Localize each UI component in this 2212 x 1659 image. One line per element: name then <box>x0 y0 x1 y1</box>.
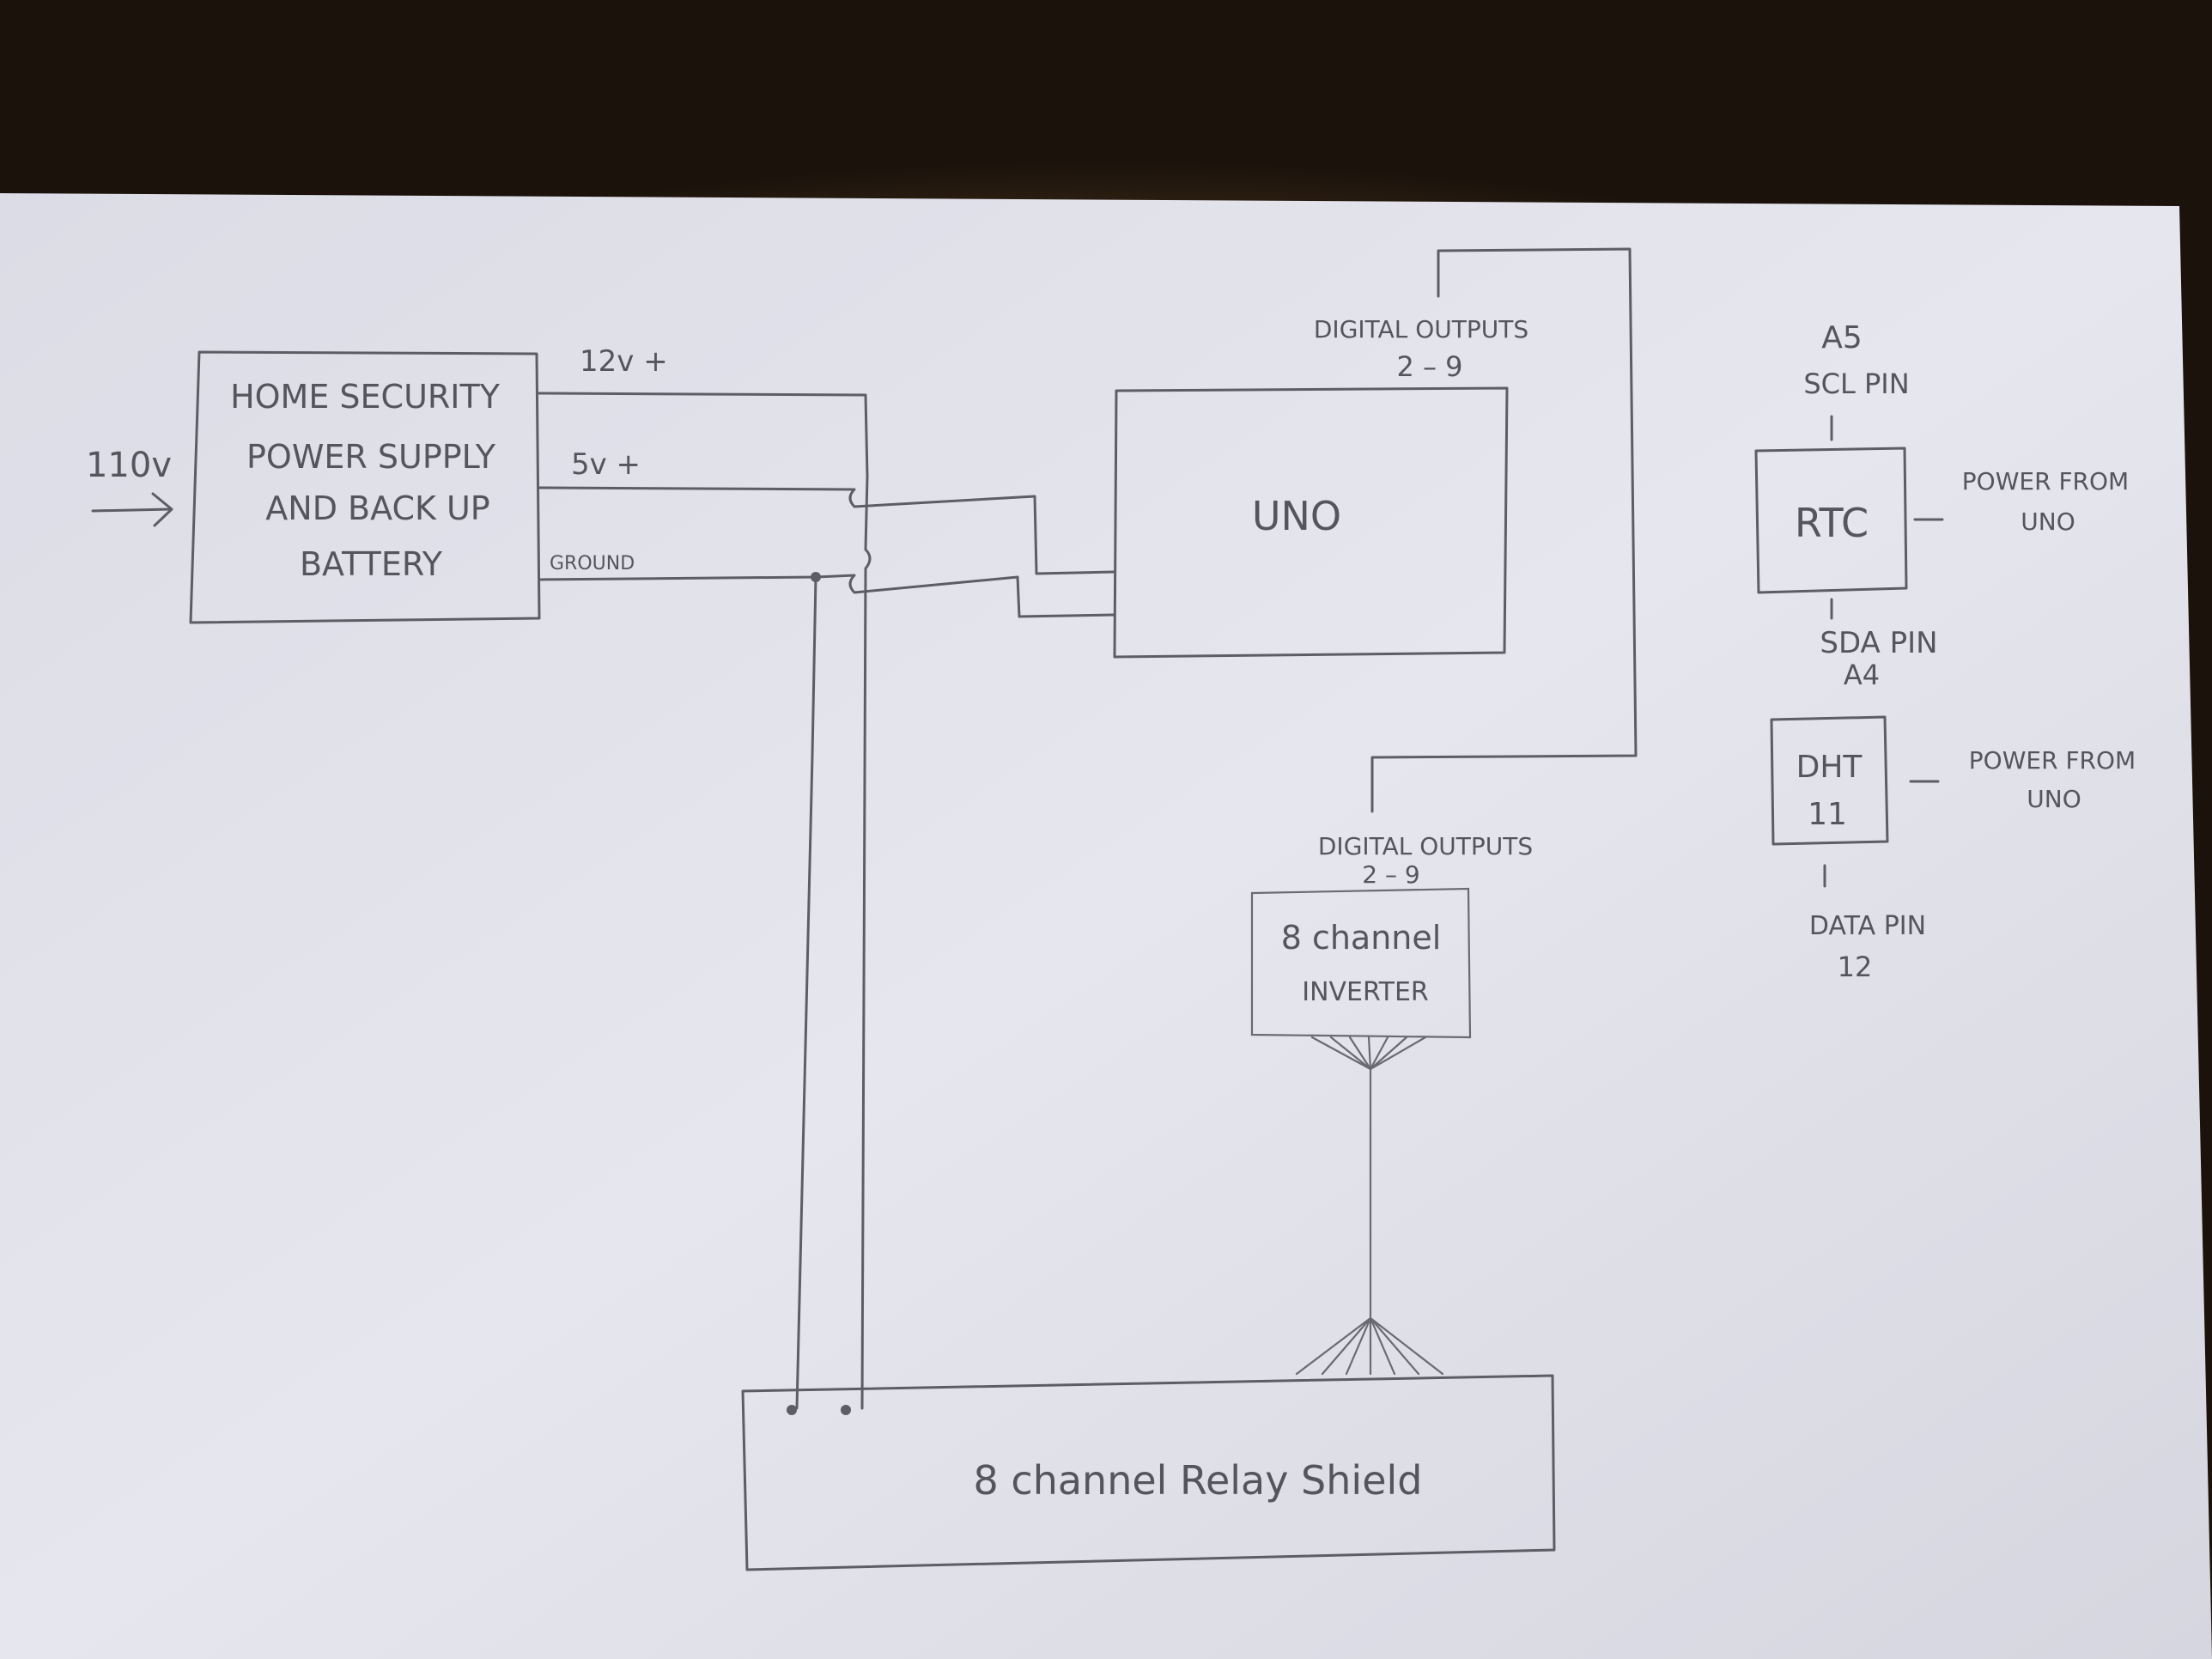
inverter-line-2: INVERTER <box>1302 977 1429 1007</box>
input-arrow-shaft <box>91 507 172 513</box>
rail-12v-label: 12v + <box>580 344 668 379</box>
power-supply-line-2: POWER SUPPLY <box>246 438 496 476</box>
power-supply-box <box>189 350 541 624</box>
relay-12v-terminal <box>841 1405 851 1415</box>
power-supply-line-1: HOME SECURITY <box>230 378 501 416</box>
relay-ground-terminal <box>787 1405 797 1415</box>
input-voltage-label: 110v <box>86 446 172 485</box>
digital-outputs-top-pins: 2 – 9 <box>1396 350 1462 383</box>
dht11-pin-label: 12 <box>1838 951 1873 983</box>
power-supply-block: HOME SECURITY POWER SUPPLY AND BACK UP B… <box>189 350 541 624</box>
dht11-power-line-2: UNO <box>2027 785 2081 813</box>
inverter-block: 8 channel INVERTER <box>1250 887 1472 1039</box>
uno-label: UNO <box>1252 493 1341 539</box>
dht11-line-1: DHT <box>1796 750 1863 785</box>
dht11-line-2: 11 <box>1808 797 1847 832</box>
digital-outputs-bottom-pins: 2 – 9 <box>1362 860 1419 889</box>
relay-shield-label: 8 channel Relay Shield <box>974 1457 1423 1504</box>
bundle-bottom-fan <box>1295 1316 1444 1376</box>
wire-12v <box>538 392 869 478</box>
dht11-box <box>1770 715 1889 846</box>
digital-outputs-bottom-label: DIGITAL OUTPUTS <box>1318 832 1533 860</box>
uno-block: UNO <box>1113 386 1509 659</box>
wire-digital-outputs-loop <box>1370 247 1638 813</box>
wire-ground-to-relay <box>795 575 817 1410</box>
mains-input: 110v <box>86 446 173 527</box>
rtc-scl-label: SCL PIN <box>1803 368 1909 400</box>
rtc-power-line-2: UNO <box>2021 507 2075 536</box>
wire-bundle-inverter-to-relay <box>1295 1036 1444 1376</box>
dht11-power-line-1: POWER FROM <box>1969 746 2136 775</box>
uno-box <box>1113 386 1509 659</box>
relay-shield-block: 8 channel Relay Shield <box>741 1374 1556 1571</box>
rail-5v-label: 5v + <box>571 447 641 482</box>
wire-ground <box>538 574 1116 618</box>
rtc-a4-label: A4 <box>1844 659 1880 691</box>
rtc-box <box>1754 447 1908 594</box>
rail-ground-label: GROUND <box>550 553 635 574</box>
rtc-label: RTC <box>1795 500 1869 546</box>
rtc-sda-label: SDA PIN <box>1820 626 1937 660</box>
wire-5v <box>538 486 1116 575</box>
inverter-line-1: 8 channel <box>1281 919 1442 957</box>
bundle-top-fan <box>1310 1036 1427 1071</box>
rtc-a5-label: A5 <box>1821 320 1863 356</box>
inverter-box <box>1250 887 1472 1039</box>
power-supply-line-4: BATTERY <box>300 545 443 583</box>
input-arrow-head <box>151 492 173 527</box>
dht11-block: DHT 11 POWER FROM UNO DATA PIN 12 <box>1770 715 2136 983</box>
digital-outputs-top-label: DIGITAL OUTPUTS <box>1314 315 1528 343</box>
paper-sheet <box>0 193 2212 1659</box>
dht11-data-label: DATA PIN <box>1809 911 1926 941</box>
relay-shield-box <box>741 1374 1556 1571</box>
rtc-power-line-1: POWER FROM <box>1962 467 2129 495</box>
power-supply-line-3: AND BACK UP <box>265 489 489 527</box>
rtc-block: A5 SCL PIN RTC POWER FROM UNO SDA PIN A4 <box>1754 320 2129 691</box>
wire-12v-to-relay <box>860 475 872 1410</box>
